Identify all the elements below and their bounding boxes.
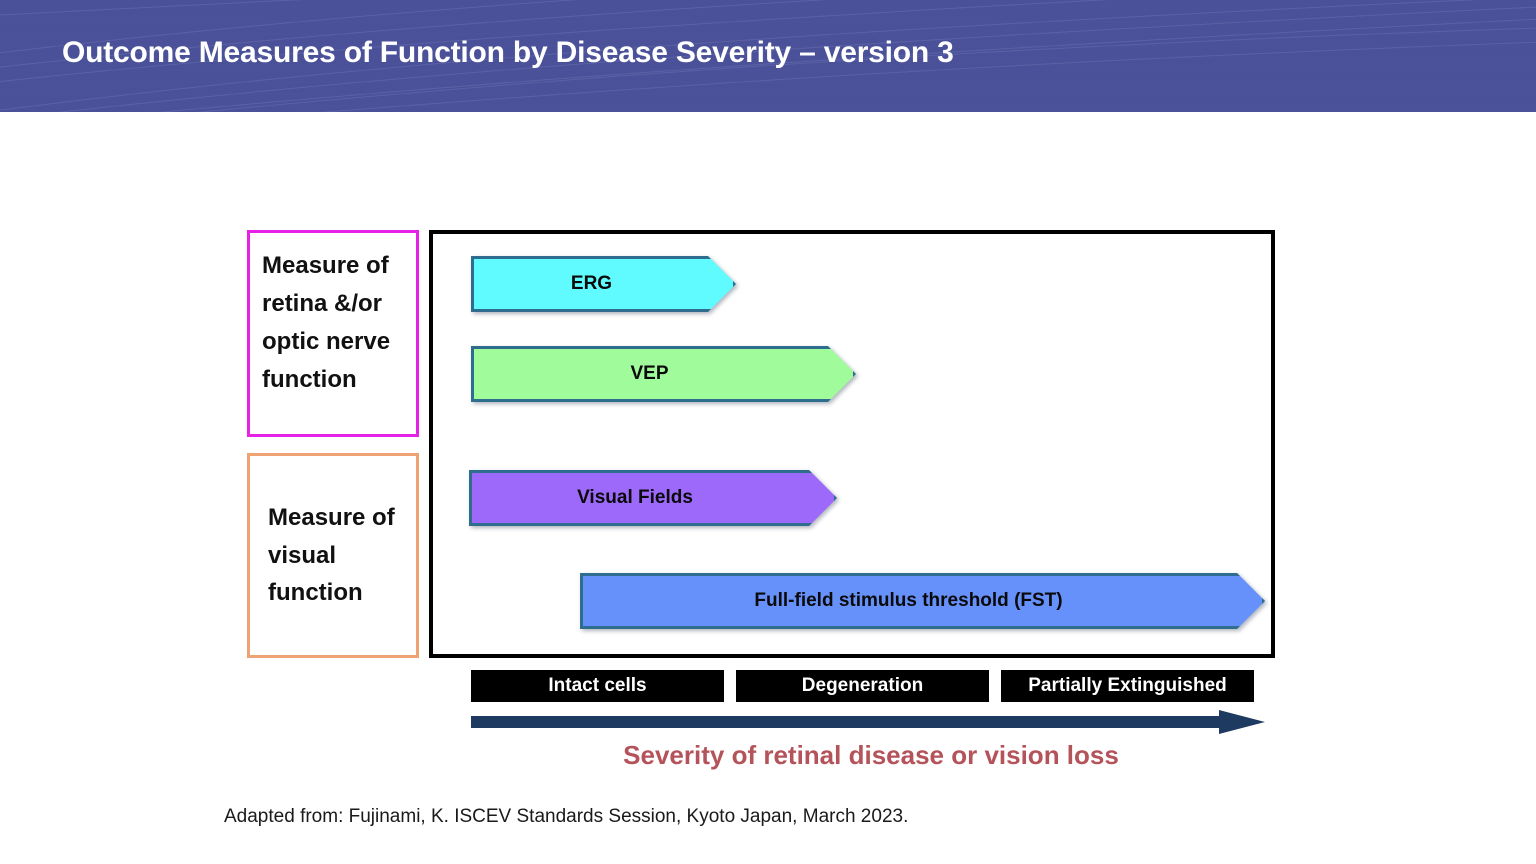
severity-stage-label-intact: Intact cells [548,675,647,696]
arrow-shape-fst [580,573,1265,629]
category-box-visual: Measure of visual function [247,453,419,658]
severity-stage-intact: Intact cells [471,670,724,702]
severity-axis-arrow-icon [471,710,1265,734]
measure-bar-erg: ERG [471,256,736,312]
arrow-shape-erg [471,256,736,312]
severity-stage-partially-extinguished: Partially Extinguished [1001,670,1254,702]
measure-bar-fst: Full-field stimulus threshold (FST) [580,573,1265,629]
title-banner: Outcome Measures of Function by Disease … [0,0,1536,112]
measure-bar-visual-fields: Visual Fields [469,470,837,526]
banner-swoosh-texture [0,0,1536,112]
measure-bar-vep: VEP [471,346,856,402]
category-box-retina: Measure of retina &/or optic nerve funct… [247,230,419,437]
category-label-retina: Measure of retina &/or optic nerve funct… [262,252,391,393]
source-footnote: Adapted from: Fujinami, K. ISCEV Standar… [224,806,909,827]
severity-stage-label-partially-extinguished: Partially Extinguished [1028,675,1227,696]
severity-stage-degeneration: Degeneration [736,670,989,702]
page-title: Outcome Measures of Function by Disease … [62,36,954,69]
arrow-shape-visual-fields [469,470,837,526]
severity-axis-caption: Severity of retinal disease or vision lo… [623,740,1119,770]
category-label-visual: Measure of visual function [268,503,395,607]
arrow-shape-vep [471,346,856,402]
severity-stage-label-degeneration: Degeneration [801,675,924,696]
